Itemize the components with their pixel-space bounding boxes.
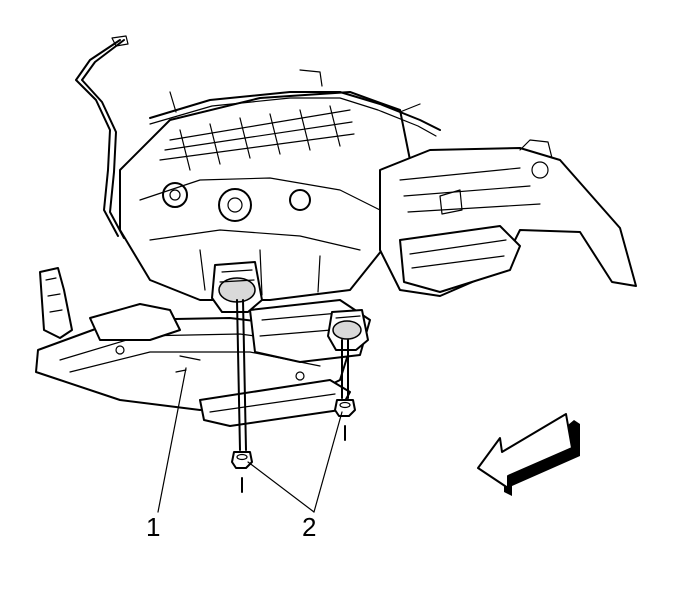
right-engine-mount <box>327 309 369 351</box>
left-mount-nut <box>231 451 253 493</box>
callout-label-1: 1 <box>146 512 160 542</box>
callout-1-leader <box>157 367 187 513</box>
left-mount-stud <box>236 299 247 451</box>
callout-label-2: 2 <box>302 512 316 542</box>
callout-2-leaders <box>247 411 343 513</box>
right-mount-stud <box>341 339 349 399</box>
engine-block <box>119 91 411 363</box>
front-direction-arrow-icon <box>477 413 580 496</box>
transmission <box>379 139 637 297</box>
wiring-harness <box>75 35 441 239</box>
right-mount-nut <box>334 399 356 441</box>
